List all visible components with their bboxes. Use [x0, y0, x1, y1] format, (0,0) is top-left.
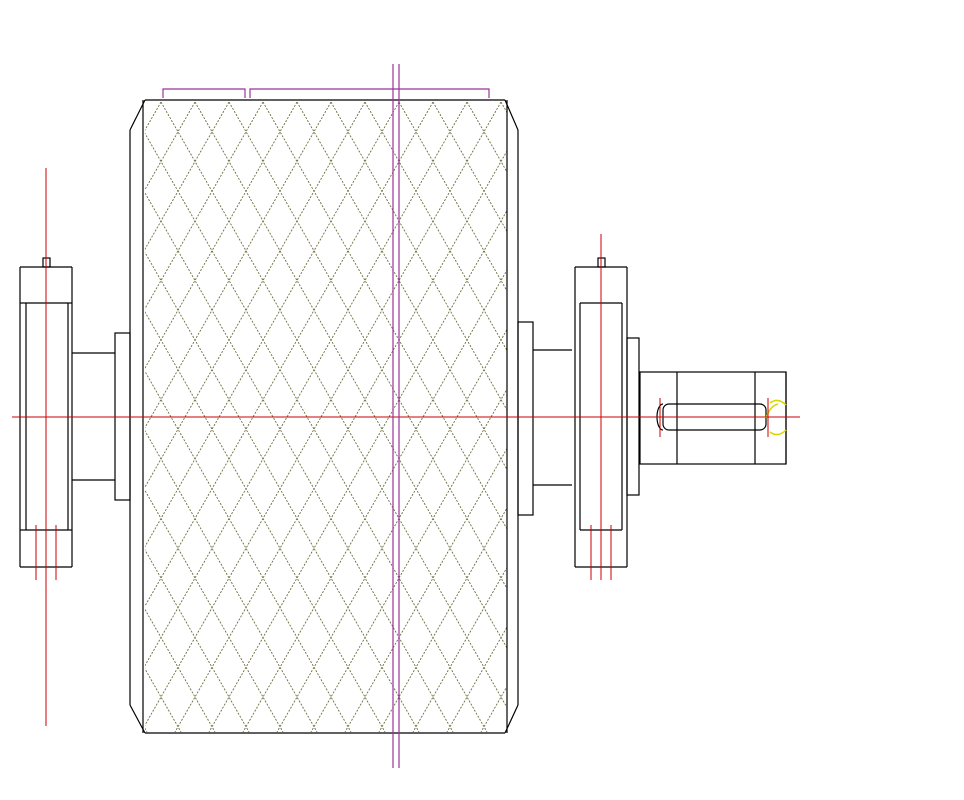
drive-shaft-end	[639, 371, 787, 465]
keyway-highlight	[765, 399, 787, 436]
centerlines	[12, 168, 800, 726]
top-bracket	[162, 88, 490, 98]
right-bearing-housing	[574, 257, 640, 568]
drum-lagging-hatch	[145, 102, 507, 732]
right-shaft	[517, 321, 572, 516]
drum-center-plane	[392, 64, 400, 768]
